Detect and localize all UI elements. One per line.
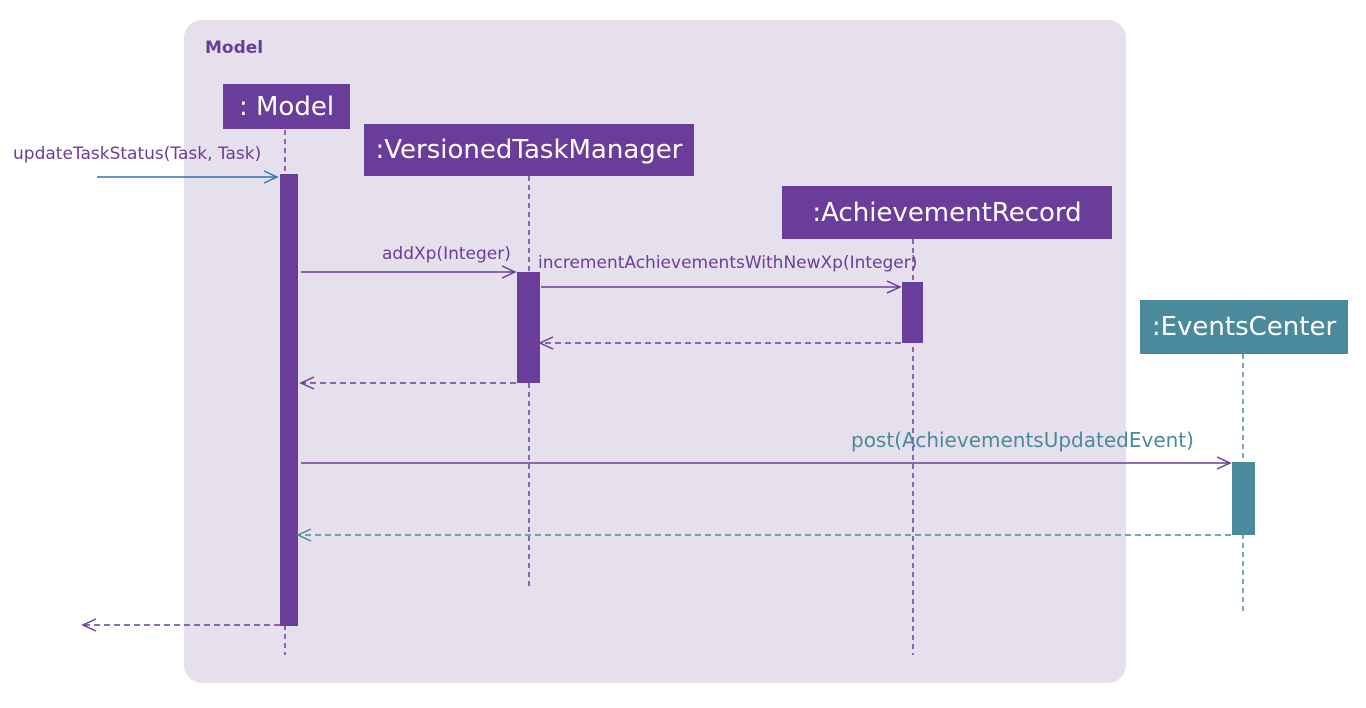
achievement-activation (902, 282, 923, 343)
vtm-return-arrowhead (299, 376, 315, 390)
update-arrowhead (263, 170, 279, 184)
participant-achievement-record: :AchievementRecord (782, 186, 1112, 239)
participant-events-center: :EventsCenter (1140, 300, 1348, 354)
participant-versioned-task-manager: :VersionedTaskManager (364, 124, 694, 176)
post-arrowhead (1216, 456, 1232, 470)
increment-achievements-label: incrementAchievementsWithNewXp(Integer) (538, 253, 918, 273)
participant-model: : Model (223, 84, 350, 129)
events-activation (1232, 462, 1255, 535)
vtm-activation (517, 272, 540, 383)
frame-label: Model (205, 38, 264, 58)
increment-arrowhead (886, 280, 902, 294)
update-task-status-label: updateTaskStatus(Task, Task) (13, 144, 262, 164)
final-return-arrowhead (81, 618, 97, 632)
addxp-arrowhead (501, 265, 517, 279)
events-return-arrowhead (296, 528, 312, 542)
model-activation (280, 174, 298, 626)
achievement-return-arrowhead (538, 336, 554, 350)
post-event-label: post(AchievementsUpdatedEvent) (851, 428, 1194, 452)
add-xp-label: addXp(Integer) (382, 244, 511, 264)
